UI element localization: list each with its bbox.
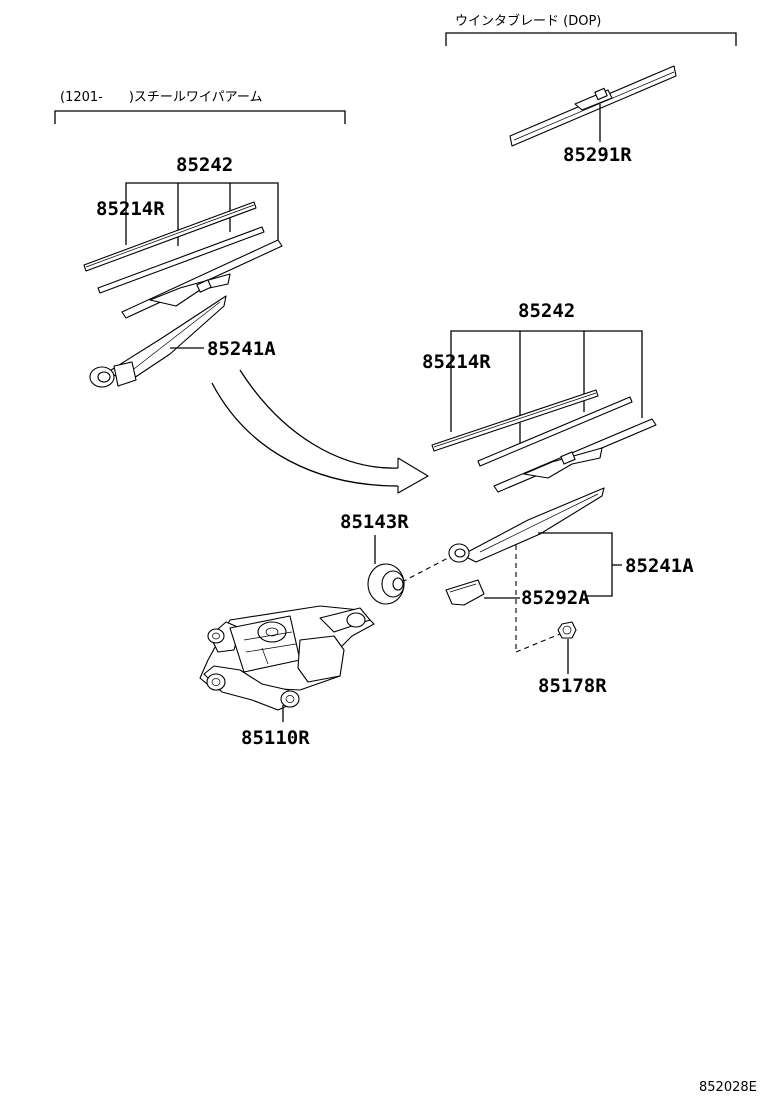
- replacement-blade-group: 85242 85214R: [422, 300, 657, 493]
- steel-wiper-arm-caption: (1201- )スチールワイパアーム: [60, 90, 263, 105]
- pivot-cap-group: 85143R: [340, 511, 409, 605]
- steel-arm-bracket: [54, 110, 346, 124]
- part-label-85214R-right: 85214R: [422, 351, 491, 373]
- part-label-85242-right: 85242: [518, 300, 575, 322]
- bracket-85242-right: [450, 330, 643, 432]
- part-label-85292A: 85292A: [521, 587, 590, 609]
- part-label-85241A-left: 85241A: [207, 338, 276, 360]
- part-label-85241A-right: 85241A: [625, 555, 694, 577]
- pivot-cap[interactable]: [367, 563, 405, 605]
- part-label-85291R: 85291R: [563, 144, 632, 166]
- wiper-arm-head-cover[interactable]: [445, 579, 485, 606]
- dashed-alignment-cap: [401, 557, 449, 583]
- dop-group-bracket: [445, 32, 737, 46]
- wiper-arm-right[interactable]: [448, 487, 605, 563]
- wiper-arm-left[interactable]: [89, 295, 227, 388]
- wiper-blade-dop-group: ウインタブレード (DOP) 85291R: [445, 13, 737, 166]
- part-label-85214R-left: 85214R: [96, 198, 165, 220]
- wiper-refill-rubber-left[interactable]: [83, 201, 257, 272]
- transition-arrow: [211, 369, 429, 494]
- wiper-blade-backing-right[interactable]: [477, 396, 633, 467]
- dop-wiper-blade[interactable]: [509, 65, 677, 147]
- wiper-blade-backing-left[interactable]: [97, 226, 265, 294]
- arm-assembly-group: 85241A 85292A 85178R: [401, 487, 694, 697]
- part-label-85143R: 85143R: [340, 511, 409, 533]
- diagram-code: 852028E: [699, 1080, 757, 1095]
- wiper-blade-right[interactable]: [493, 418, 657, 493]
- steel-wiper-arm-group: (1201- )スチールワイパアーム 85242 85214R 85241A: [54, 90, 346, 388]
- wiper-arm-nut[interactable]: [557, 621, 577, 639]
- wiper-refill-rubber-right[interactable]: [431, 389, 599, 452]
- wiper-blade-left[interactable]: [121, 239, 283, 319]
- wiper-motor-group: 85110R: [199, 605, 375, 749]
- dashed-alignment-nut: [515, 633, 561, 653]
- part-label-85242-left: 85242: [176, 154, 233, 176]
- bracket-85242-left: [125, 182, 279, 248]
- wiper-blade-dop-caption: ウインタブレード (DOP): [455, 13, 601, 29]
- part-label-85178R: 85178R: [538, 675, 607, 697]
- wiper-motor[interactable]: [199, 605, 375, 711]
- part-label-85110R: 85110R: [241, 727, 310, 749]
